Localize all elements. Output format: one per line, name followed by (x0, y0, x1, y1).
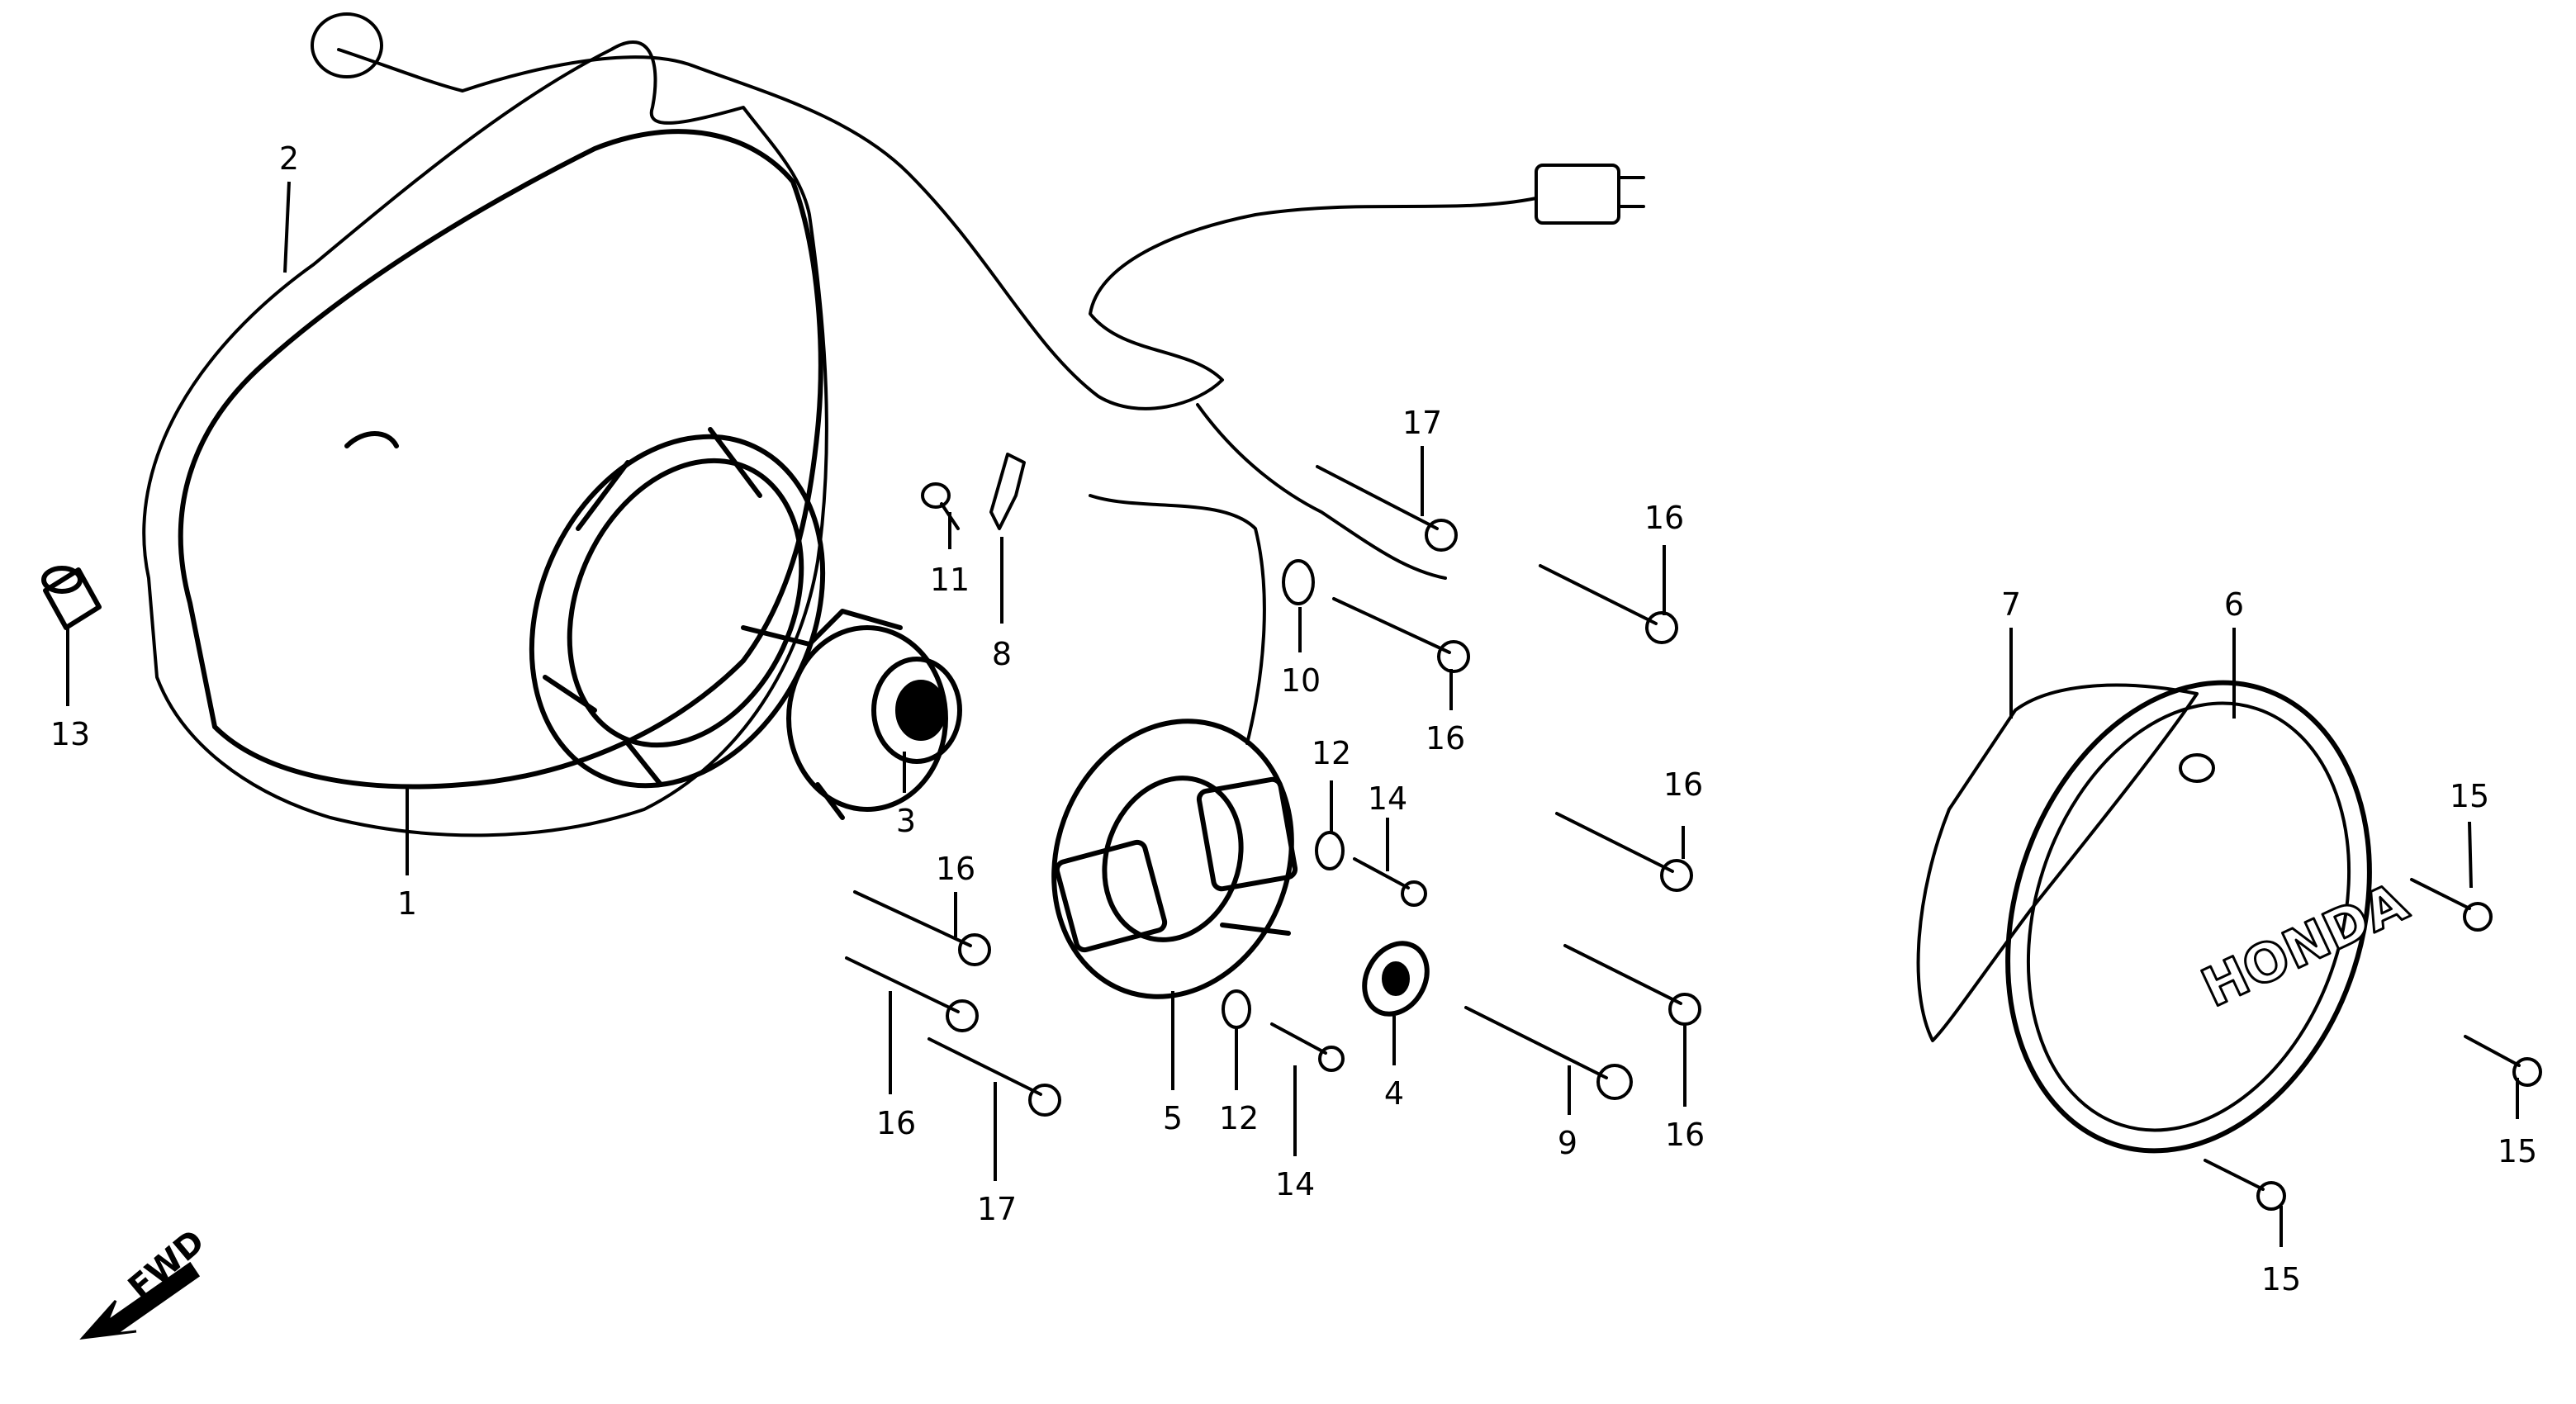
callout-17-upper: 17 (1402, 405, 1442, 441)
callout-14-lower: 14 (1275, 1166, 1315, 1202)
bolt-15-upper (2410, 878, 2493, 932)
callout-16-d: 16 (936, 851, 975, 887)
callout-7: 7 (2001, 586, 2021, 623)
left-crankcase-cover (178, 129, 826, 790)
callout-17-lower: 17 (977, 1191, 1017, 1227)
bolt-16-e (853, 890, 991, 966)
collar-13 (41, 566, 102, 630)
callout-16-c: 16 (1663, 766, 1703, 803)
callout-16-b: 16 (1426, 720, 1465, 757)
bolt-15-right (2464, 1035, 2542, 1087)
callouts: 1 2 3 4 5 6 7 8 9 10 11 12 12 13 14 14 1… (50, 140, 2537, 1297)
outer-cover-gasket (1916, 683, 2199, 1042)
callout-4: 4 (1384, 1075, 1404, 1112)
leader-lines (66, 181, 2519, 1247)
washer-10 (1282, 559, 1315, 605)
bolt-17-lower (927, 1037, 1061, 1117)
nut (1362, 941, 1430, 1017)
pulser-rotor (786, 609, 962, 820)
callout-15-right: 15 (2498, 1133, 2537, 1169)
callout-13: 13 (50, 716, 90, 752)
bolt-14-upper (1353, 857, 1427, 907)
callout-9: 9 (1558, 1125, 1577, 1161)
callout-16-f: 16 (876, 1105, 916, 1141)
callout-12-upper: 12 (1312, 735, 1351, 771)
callout-11: 11 (930, 562, 970, 598)
callout-14-upper: 14 (1368, 780, 1407, 817)
callout-15-lower: 15 (2261, 1261, 2301, 1297)
callout-12-lower: 12 (1219, 1100, 1259, 1136)
callout-3: 3 (896, 803, 916, 839)
bolt-16-a (1332, 597, 1470, 673)
bolt-17-upper (1316, 465, 1458, 552)
washer-12-upper (1315, 831, 1345, 870)
stator-assembly (1051, 719, 1298, 999)
callout-6: 6 (2224, 586, 2244, 623)
bolt-16-f (845, 956, 979, 1032)
honda-logo: HONDA (2193, 872, 2417, 1020)
callout-1: 1 (397, 885, 417, 922)
bolt-16-b (1539, 564, 1678, 644)
bolt-14-lower (1270, 1022, 1345, 1072)
bolt-16-c (1555, 812, 1693, 892)
callout-8: 8 (992, 636, 1012, 672)
cover-gasket (142, 40, 828, 837)
bolt-15-lower (2204, 1159, 2286, 1211)
forward-arrow: FWD (79, 1222, 212, 1340)
bolt-9 (1464, 1006, 1633, 1100)
outer-cover: HONDA (2005, 680, 2418, 1154)
washer-12-lower (1222, 989, 1251, 1029)
screw-11 (921, 482, 960, 530)
callout-16-e: 16 (1665, 1117, 1705, 1153)
callout-5: 5 (1163, 1100, 1183, 1136)
bolt-16-d (1563, 944, 1701, 1026)
callout-2: 2 (279, 140, 299, 177)
wire-harness (311, 12, 1645, 745)
clip-8 (989, 453, 1026, 530)
callout-16-a: 16 (1644, 500, 1684, 536)
callout-10: 10 (1281, 662, 1321, 699)
callout-15-upper: 15 (2450, 778, 2489, 814)
